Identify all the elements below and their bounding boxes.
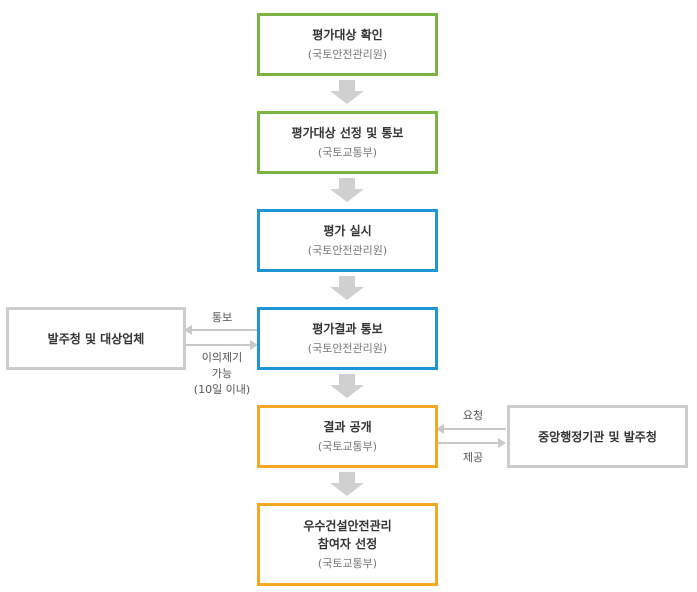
notify-left-arrow [184,325,258,335]
step-3-box: 평가 실시 (국토안전관리원) [257,209,438,272]
step-5-title: 결과 공개 [323,420,372,434]
objection-label-line-1: 이의제기 [201,351,243,364]
step-6-title-line-1: 우수건설안전관리 [303,519,392,533]
step-2-box: 평가대상 선정 및 통보 (국토교통부) [257,111,438,174]
down-arrow-4 [330,374,364,398]
provide-label: 제공 [462,451,484,464]
step-4-box: 평가결과 통보 (국토안전관리원) [257,307,438,370]
step-5-box: 결과 공개 (국토교통부) [257,405,438,468]
provide-right-arrow [438,438,506,448]
down-arrow-2 [330,178,364,202]
step-5-org: (국토교통부) [317,440,378,453]
side-left-box: 발주청 및 대상업체 [6,307,186,370]
step-4-title: 평가결과 통보 [312,322,383,336]
request-left-arrow [436,424,506,434]
step-2-title: 평가대상 선정 및 통보 [291,126,404,140]
step-6-box: 우수건설안전관리 참여자 선정 (국토교통부) [257,503,438,586]
step-6-title-line-2: 참여자 선정 [317,537,378,551]
down-arrow-5 [330,472,364,496]
step-4-org: (국토안전관리원) [307,342,388,355]
request-label: 요청 [462,409,484,422]
objection-right-arrow [186,340,258,350]
side-right-box: 중앙행정기관 및 발주청 [507,405,688,468]
objection-label-line-2: 가능 [211,367,233,380]
side-left-title: 발주청 및 대상업체 [47,331,145,346]
step-1-box: 평가대상 확인 (국토안전관리원) [257,13,438,76]
step-1-org: (국토안전관리원) [307,48,388,61]
objection-label-line-3: (10일 이내) [193,383,251,396]
step-3-org: (국토안전관리원) [307,244,388,257]
step-2-org: (국토교통부) [317,146,378,159]
step-1-title: 평가대상 확인 [312,28,383,42]
down-arrow-3 [330,276,364,300]
side-right-title: 중앙행정기관 및 발주청 [538,429,657,444]
down-arrow-1 [330,80,364,104]
step-6-org: (국토교통부) [317,557,378,570]
notify-label: 통보 [211,311,233,324]
step-3-title: 평가 실시 [323,224,372,238]
